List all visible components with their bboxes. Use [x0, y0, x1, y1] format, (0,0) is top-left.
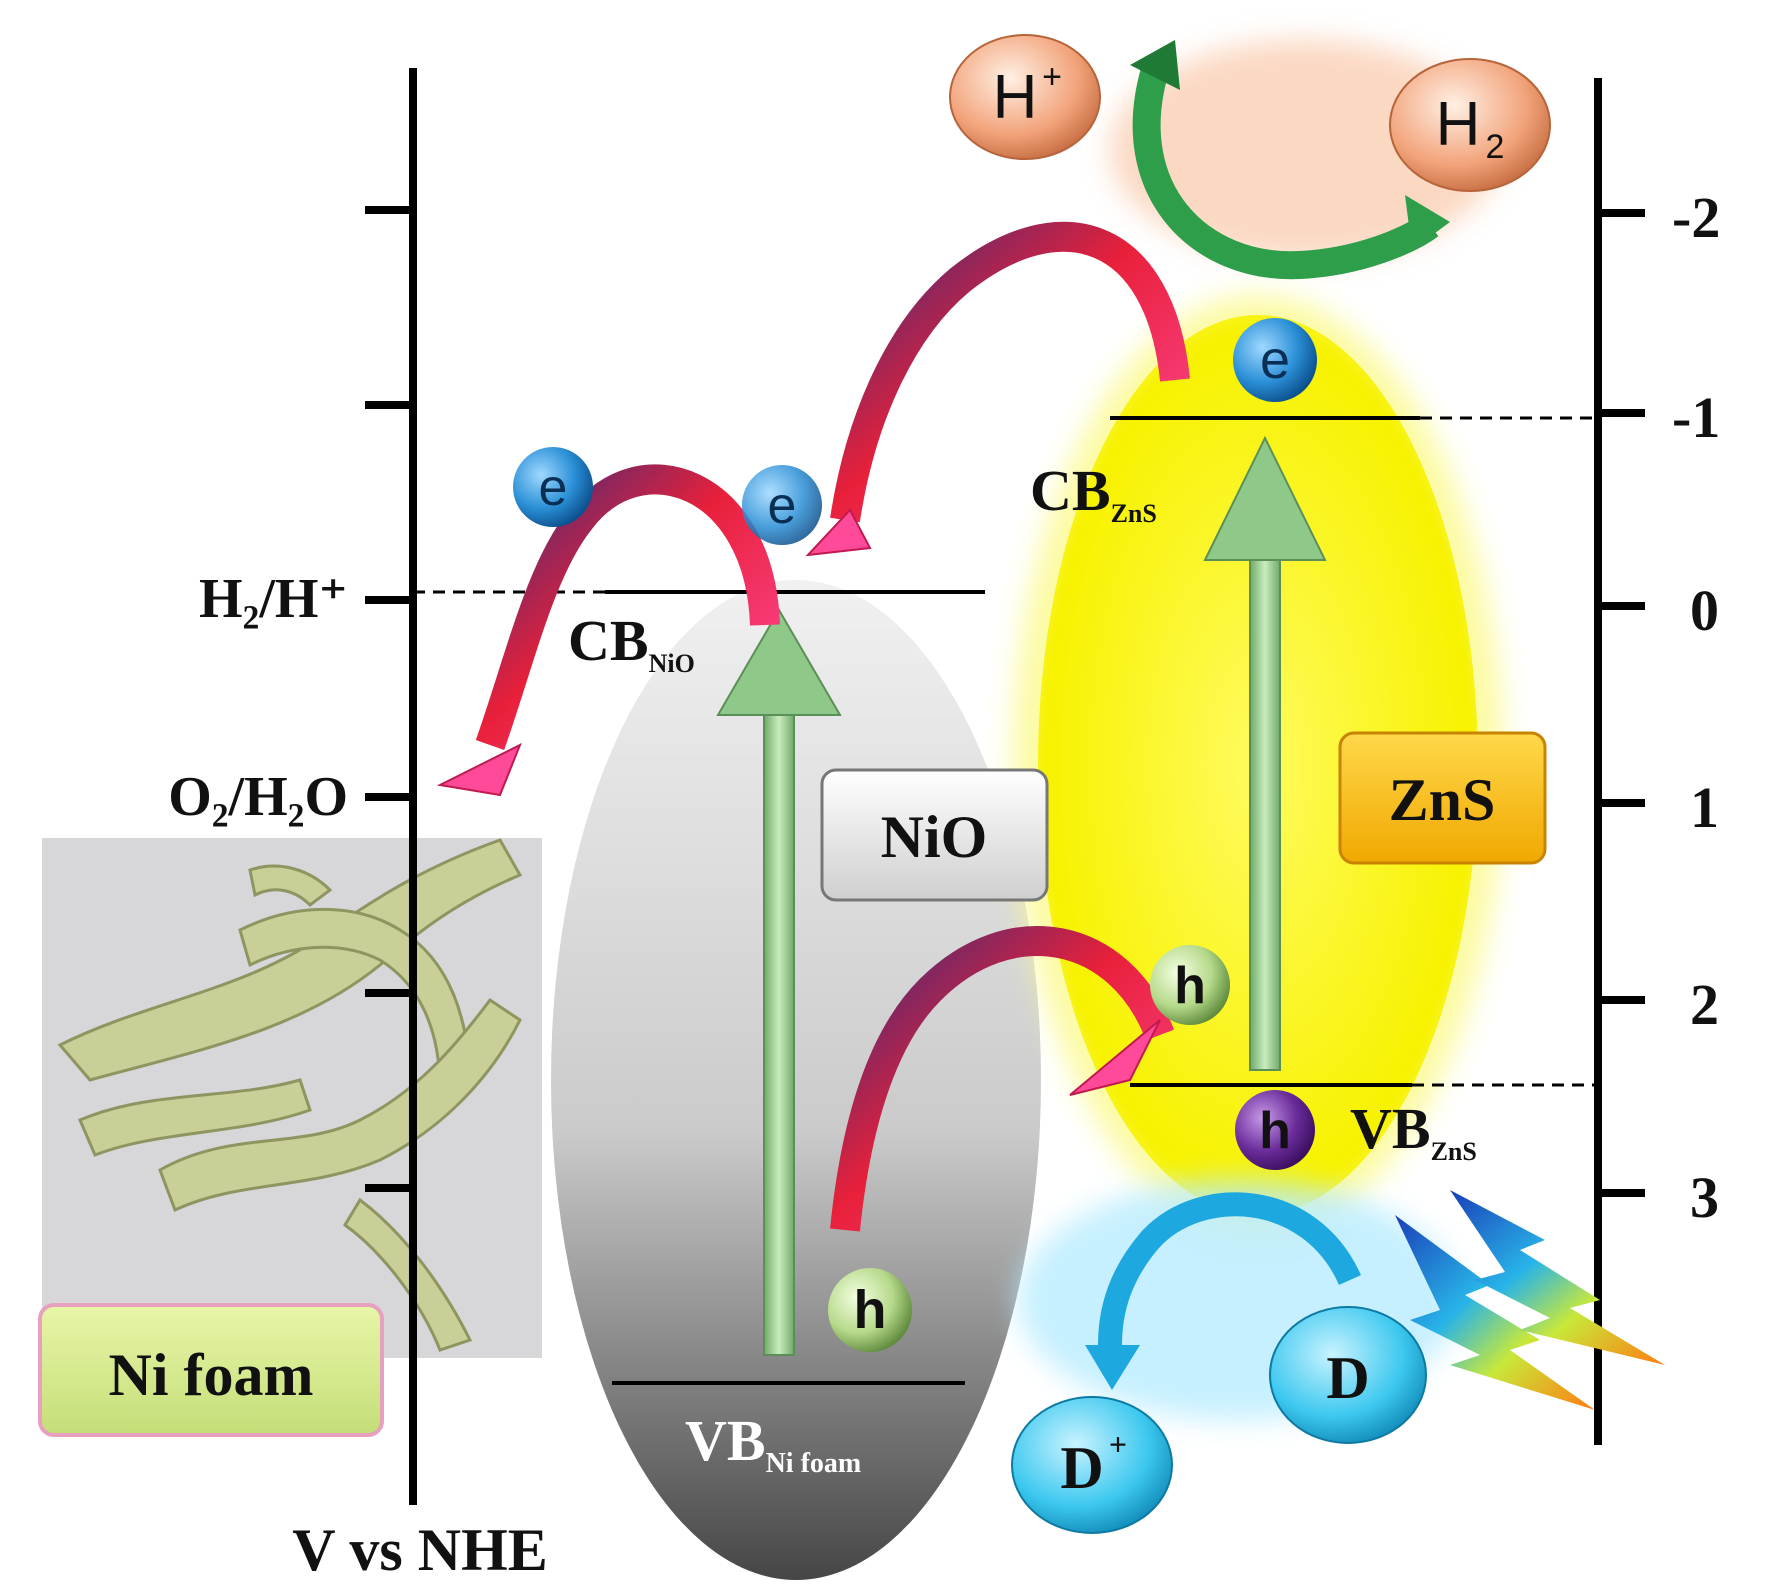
- electron-transfer-zns-to-nio: [805, 221, 1190, 557]
- hydrogen-ball: H 2: [1389, 58, 1551, 192]
- axis-title: V vs NHE: [292, 1517, 548, 1583]
- tick-label-minus2: -2: [1672, 185, 1720, 250]
- tick-label-1: 1: [1690, 775, 1719, 840]
- svg-text:e: e: [1260, 330, 1290, 390]
- vb-ni-foam-label: VBNi foam: [685, 1408, 861, 1479]
- svg-text:D: D: [1060, 1435, 1103, 1501]
- donor-oxidation-arrow: [1085, 1192, 1361, 1390]
- zns-excitation-arrow: [1203, 435, 1327, 1071]
- hole-nio: h: [828, 1268, 912, 1352]
- electron-nio: e: [742, 465, 822, 545]
- donor-ball: D: [1269, 1306, 1427, 1444]
- hole-zns-vb: h: [1235, 1090, 1315, 1170]
- electron-foam: e: [513, 447, 593, 527]
- proton-ball: H +: [949, 34, 1101, 160]
- svg-text:NiO: NiO: [881, 804, 988, 870]
- light-bolt-1: [1395, 1215, 1595, 1410]
- hole-zns-upper: h: [1150, 945, 1230, 1025]
- svg-text:D: D: [1326, 1345, 1369, 1411]
- electron-transfer-nio-to-foam: [436, 464, 780, 797]
- svg-text:e: e: [768, 477, 797, 535]
- svg-text:h: h: [1259, 1102, 1291, 1160]
- hole-transfer-arrowhead: [1069, 1019, 1161, 1096]
- left-axis: [365, 68, 417, 1505]
- tick-label-0: 0: [1690, 578, 1719, 643]
- vb-zns-label: VBZnS: [1350, 1096, 1477, 1166]
- tick-label-2: 2: [1690, 972, 1719, 1037]
- nio-excitation-arrow: [716, 608, 842, 1356]
- hole-transfer-zns-to-nio: [830, 926, 1175, 1232]
- tick-label-3: 3: [1690, 1165, 1719, 1230]
- electron-zns: e: [1233, 318, 1317, 402]
- donor-plus-ball: D +: [1011, 1396, 1173, 1534]
- zns-label-box: ZnS: [1338, 731, 1547, 865]
- svg-text:ZnS: ZnS: [1389, 767, 1496, 833]
- dashed-guides: [413, 416, 1598, 1087]
- light-bolt-2: [1450, 1190, 1665, 1365]
- cb-zns-label: CBZnS: [1030, 458, 1157, 528]
- ref-h2-h-plus: H₂/H⁺: [199, 568, 348, 630]
- svg-text:H: H: [1436, 90, 1481, 159]
- ni-foam-label-box: Ni foam: [38, 1303, 384, 1437]
- tick-label-minus1: -1: [1672, 385, 1720, 450]
- cb-nio-label: CBNiO: [568, 608, 695, 678]
- svg-text:2: 2: [1486, 128, 1505, 166]
- right-axis: [1594, 78, 1645, 1445]
- nio-region: [551, 580, 1041, 1580]
- proton-reduction-arrow: [1130, 40, 1450, 280]
- svg-text:+: +: [1109, 1426, 1127, 1462]
- nio-label-box: NiO: [820, 768, 1049, 902]
- svg-text:H: H: [993, 63, 1038, 132]
- ref-o2-h2o: O₂/H₂O: [168, 766, 348, 828]
- svg-text:Ni foam: Ni foam: [109, 1342, 314, 1408]
- svg-text:e: e: [539, 459, 568, 517]
- svg-text:+: +: [1042, 58, 1062, 96]
- svg-text:h: h: [854, 1280, 887, 1340]
- svg-text:h: h: [1174, 957, 1206, 1015]
- band-edges: [605, 416, 1420, 1385]
